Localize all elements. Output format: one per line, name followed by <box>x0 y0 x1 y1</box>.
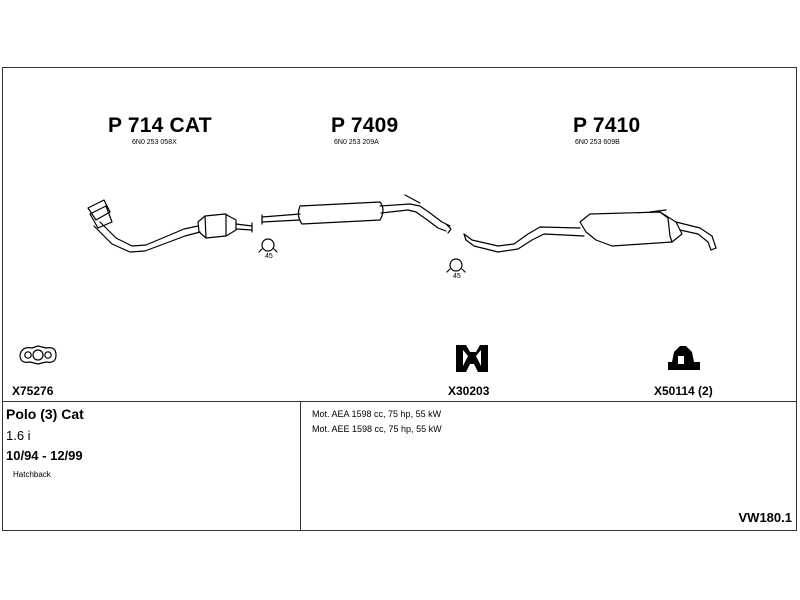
accessory-label-mount: X30203 <box>448 384 490 398</box>
part-title-rear-silencer: P 7410 <box>573 114 641 137</box>
clamp-angle-1: 45 <box>265 253 273 260</box>
rubber-hanger-drawing <box>668 346 700 370</box>
motor-line-1: Mot. AEA 1598 cc, 75 hp, 55 kW <box>312 409 442 419</box>
part-title-catalyst: P 714 CAT <box>108 114 212 137</box>
column-divider <box>300 401 301 531</box>
part-code-catalyst: 6N0 253 058X <box>132 139 177 146</box>
vehicle-body-type: Hatchback <box>13 470 51 479</box>
vehicle-model: Polo (3) Cat <box>6 406 84 422</box>
part-code-middle-silencer: 6N0 253 209A <box>334 139 379 146</box>
rubber-mount-drawing <box>456 345 488 372</box>
vehicle-years: 10/94 - 12/99 <box>6 448 83 463</box>
part-title-middle-silencer: P 7409 <box>331 114 399 137</box>
flange-gasket-drawing <box>19 345 57 365</box>
diagram-frame <box>2 67 797 531</box>
middle-silencer-drawing <box>261 194 452 234</box>
section-divider <box>2 401 797 402</box>
part-code-rear-silencer: 6N0 253 609B <box>575 139 620 146</box>
accessory-label-hanger: X50114 (2) <box>654 384 713 398</box>
catalyst-pipe-drawing <box>87 199 253 253</box>
vehicle-engine: 1.6 i <box>6 428 31 443</box>
clamp-drawing-2 <box>446 258 466 273</box>
diagram-reference: VW180.1 <box>738 510 792 525</box>
accessory-label-gasket: X75276 <box>12 384 54 398</box>
clamp-angle-2: 45 <box>453 273 461 280</box>
clamp-drawing-1 <box>258 238 278 253</box>
rear-silencer-drawing <box>463 209 717 253</box>
motor-line-2: Mot. AEE 1598 cc, 75 hp, 55 kW <box>312 424 442 434</box>
